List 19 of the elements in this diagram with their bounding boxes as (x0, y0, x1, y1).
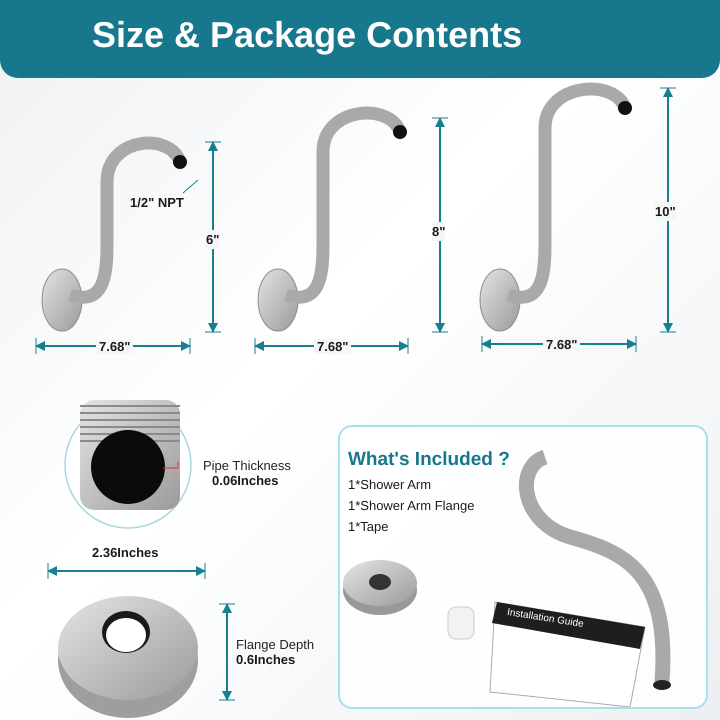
panel-heading: What's Included ? (348, 449, 510, 471)
callout-text: Flange Depth (236, 637, 314, 652)
dimension-label: 10" (655, 202, 676, 221)
dimension-label: 8" (432, 222, 446, 241)
manual-title: Installation Guide (506, 607, 584, 630)
dimension-label: 2.36Inches (92, 545, 158, 560)
list-item: 1*Shower Arm (348, 477, 432, 492)
dimension-label: 6" (206, 230, 220, 249)
list-item: 1*Shower Arm Flange (348, 498, 474, 513)
callout-text: Pipe Thickness (203, 458, 291, 473)
contents-panel (338, 425, 708, 709)
dimension-label: 7.68" (543, 337, 580, 352)
callout-text: 0.06Inches (212, 473, 278, 488)
dimension-label: 1/2" NPT (130, 195, 184, 210)
list-item: 1*Tape (348, 519, 388, 534)
callout-text: 0.6Inches (236, 652, 296, 667)
dimension-label: 7.68" (96, 339, 134, 354)
dimension-label: 7.68" (314, 339, 352, 354)
page-title: Size & Package Contents (92, 14, 522, 56)
